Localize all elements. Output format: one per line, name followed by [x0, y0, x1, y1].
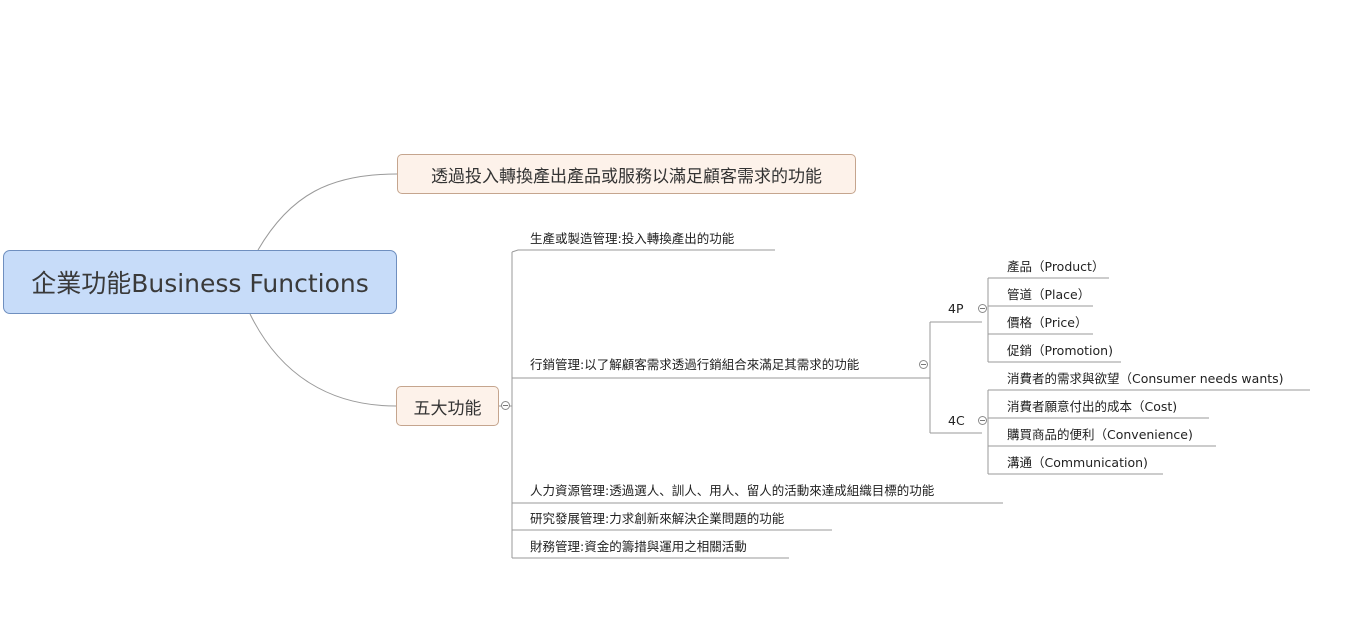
subtopic-4p-promotion[interactable]: 促銷（Promotion)	[1007, 343, 1113, 358]
subtopic-4c-cost[interactable]: 消費者願意付出的成本（Cost)	[1007, 399, 1178, 414]
central-topic[interactable]: 企業功能Business Functions	[3, 250, 397, 314]
connector-root-five	[249, 313, 397, 407]
collapse-4p-icon[interactable]	[978, 304, 987, 313]
subtopic-4c-consumer[interactable]: 消費者的需求與欲望（Consumer needs wants)	[1007, 371, 1284, 386]
collapse-five-functions-icon[interactable]	[501, 401, 510, 410]
subtopic-4p-price[interactable]: 價格（Price）	[1007, 315, 1088, 330]
collapse-marketing-icon[interactable]	[919, 360, 928, 369]
subtopic-finance[interactable]: 財務管理:資金的籌措與運用之相關活動	[530, 539, 747, 554]
connector-root-definition	[257, 173, 398, 251]
subtopic-4c[interactable]: 4C	[948, 413, 965, 428]
topic-five-functions[interactable]: 五大功能	[396, 386, 499, 426]
subtopic-marketing[interactable]: 行銷管理:以了解顧客需求透過行銷組合來滿足其需求的功能	[530, 357, 860, 372]
subtopic-4c-communication[interactable]: 溝通（Communication)	[1007, 455, 1148, 470]
topic-definition-label: 透過投入轉換產出產品或服務以滿足顧客需求的功能	[431, 166, 822, 187]
topic-five-functions-label: 五大功能	[413, 398, 482, 419]
subtopic-4c-convenience[interactable]: 購買商品的便利（Convenience)	[1007, 427, 1193, 442]
subtopic-4p[interactable]: 4P	[948, 301, 964, 316]
underline-production	[511, 249, 775, 253]
subtopic-4p-place[interactable]: 管道（Place）	[1007, 287, 1091, 302]
topic-definition[interactable]: 透過投入轉換產出產品或服務以滿足顧客需求的功能	[397, 154, 856, 194]
subtopic-4p-product[interactable]: 產品（Product）	[1007, 259, 1105, 274]
subtopic-hr[interactable]: 人力資源管理:透過選人、訓人、用人、留人的活動來達成組織目標的功能	[530, 483, 935, 498]
subtopic-production[interactable]: 生產或製造管理:投入轉換產出的功能	[530, 231, 735, 246]
central-topic-label: 企業功能Business Functions	[31, 269, 369, 298]
collapse-4c-icon[interactable]	[978, 416, 987, 425]
subtopic-rd[interactable]: 研究發展管理:力求創新來解決企業問題的功能	[530, 511, 785, 526]
